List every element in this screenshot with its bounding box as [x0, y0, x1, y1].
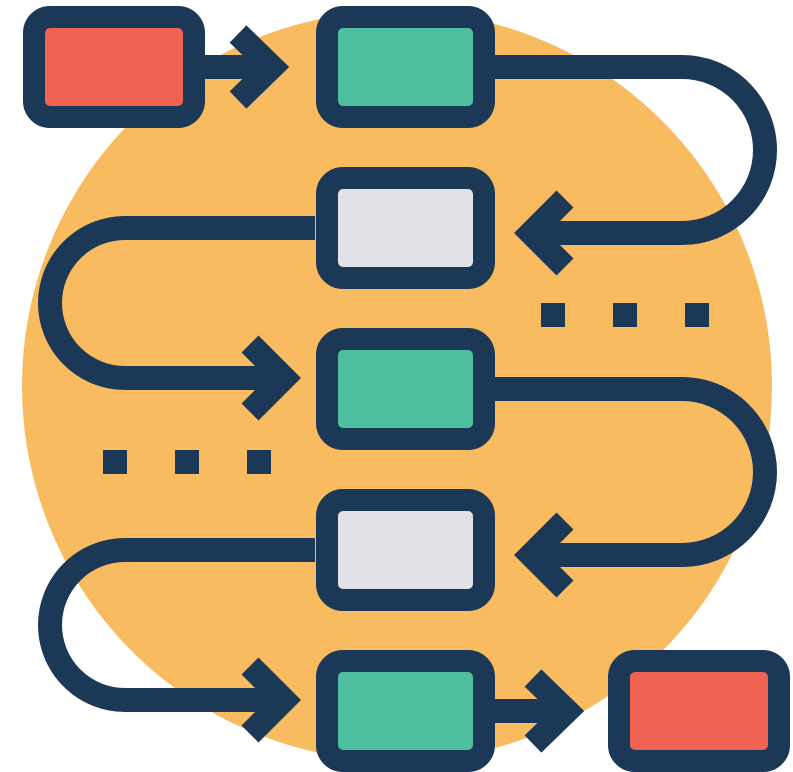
arrowhead-step-5 — [241, 657, 301, 743]
start-block — [23, 6, 205, 128]
connector-step-4-to-step-5 — [38, 538, 315, 712]
arrowhead-step-2 — [514, 190, 574, 276]
end-block — [608, 650, 790, 772]
process-block-5 — [316, 650, 495, 772]
ellipsis-left — [103, 450, 271, 474]
process-block-1 — [316, 6, 495, 128]
ellipsis-dot — [247, 450, 271, 474]
ellipsis-right — [541, 303, 709, 327]
connector-step-2-to-step-3 — [38, 216, 315, 390]
ellipsis-dot — [175, 450, 199, 474]
arrowhead-step-3 — [241, 335, 301, 421]
arrowhead-step-1 — [229, 25, 290, 109]
connector-step-1-to-step-2 — [492, 55, 777, 245]
ellipsis-dot — [685, 303, 709, 327]
ellipsis-dot — [103, 450, 127, 474]
process-block-2 — [316, 167, 495, 289]
process-block-3 — [316, 328, 495, 450]
arrowhead-step-4 — [514, 512, 574, 598]
arrowhead-end — [524, 669, 585, 753]
connector-step-3-to-step-4 — [492, 377, 777, 567]
ellipsis-dot — [541, 303, 565, 327]
process-block-4 — [316, 489, 495, 611]
ellipsis-dot — [613, 303, 637, 327]
